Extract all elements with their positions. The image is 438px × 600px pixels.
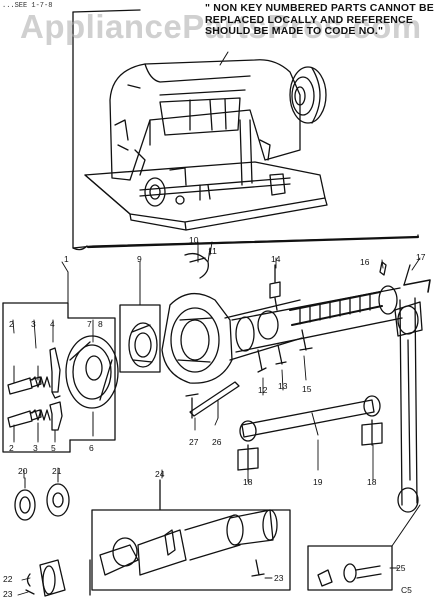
main-shaft <box>231 264 403 373</box>
bobbins-20-21 <box>14 471 70 521</box>
part-label-10: 10 <box>189 235 199 245</box>
part-label-2: 2 <box>9 319 14 329</box>
part-label-18-right: 18 <box>367 477 377 487</box>
part-label-23-left: 23 <box>3 589 13 599</box>
part-label-16: 16 <box>360 257 370 267</box>
watermark: AppliancePartsPros.com <box>20 8 422 45</box>
part-label-19: 19 <box>313 477 323 487</box>
part-label-6: 6 <box>89 443 94 453</box>
part-label-12: 12 <box>258 385 268 395</box>
bracket-group-9 <box>119 269 161 373</box>
parts-26-27 <box>185 381 240 419</box>
part-label-9: 9 <box>137 254 142 264</box>
part-label-27: 27 <box>189 437 199 447</box>
part-label-17: 17 <box>416 252 426 262</box>
bobbin-case-6 <box>65 335 119 437</box>
part-label-21: 21 <box>52 466 62 476</box>
part-label-20: 20 <box>18 466 28 476</box>
part-label-15: 15 <box>302 384 312 394</box>
part-label-26: 26 <box>212 437 222 447</box>
vertical-shaft <box>379 261 431 513</box>
pin-2 <box>7 365 42 441</box>
part-label-5: 5 <box>51 443 56 453</box>
bracket-group-24 <box>25 479 291 597</box>
part-label-24: 24 <box>155 469 165 479</box>
header-code: ...SEE 1-7-8 <box>2 2 53 10</box>
note-text: " NON KEY NUMBERED PARTS CANNOT BE REPLA… <box>205 2 434 37</box>
machine-overview-inset <box>72 9 420 251</box>
part-label-13: 13 <box>278 381 288 391</box>
part-label-25: 25 <box>396 563 406 573</box>
bracket-group-1 <box>2 271 116 453</box>
part-label-14: 14 <box>271 254 281 264</box>
part-label-8: 8 <box>98 319 103 329</box>
latch-4-5 <box>49 347 63 441</box>
bracket-group-25 <box>307 504 421 591</box>
part-label-7: 7 <box>87 319 92 329</box>
part-label-3-lower: 3 <box>33 443 38 453</box>
part-label-23-right: 23 <box>274 573 284 583</box>
figure-code: C5 <box>401 585 412 595</box>
part-label-1: 1 <box>64 254 69 264</box>
leader-lines <box>12 241 421 596</box>
part-label-11: 11 <box>208 246 217 256</box>
spring-3 <box>31 365 51 441</box>
part-label-2-lower: 2 <box>9 443 14 453</box>
hook-assembly <box>161 247 303 384</box>
part-label-18-left: 18 <box>243 477 253 487</box>
part-label-3: 3 <box>31 319 36 329</box>
part-label-22: 22 <box>3 574 13 584</box>
part-label-4: 4 <box>50 319 55 329</box>
crank-rod-19 <box>237 395 383 471</box>
